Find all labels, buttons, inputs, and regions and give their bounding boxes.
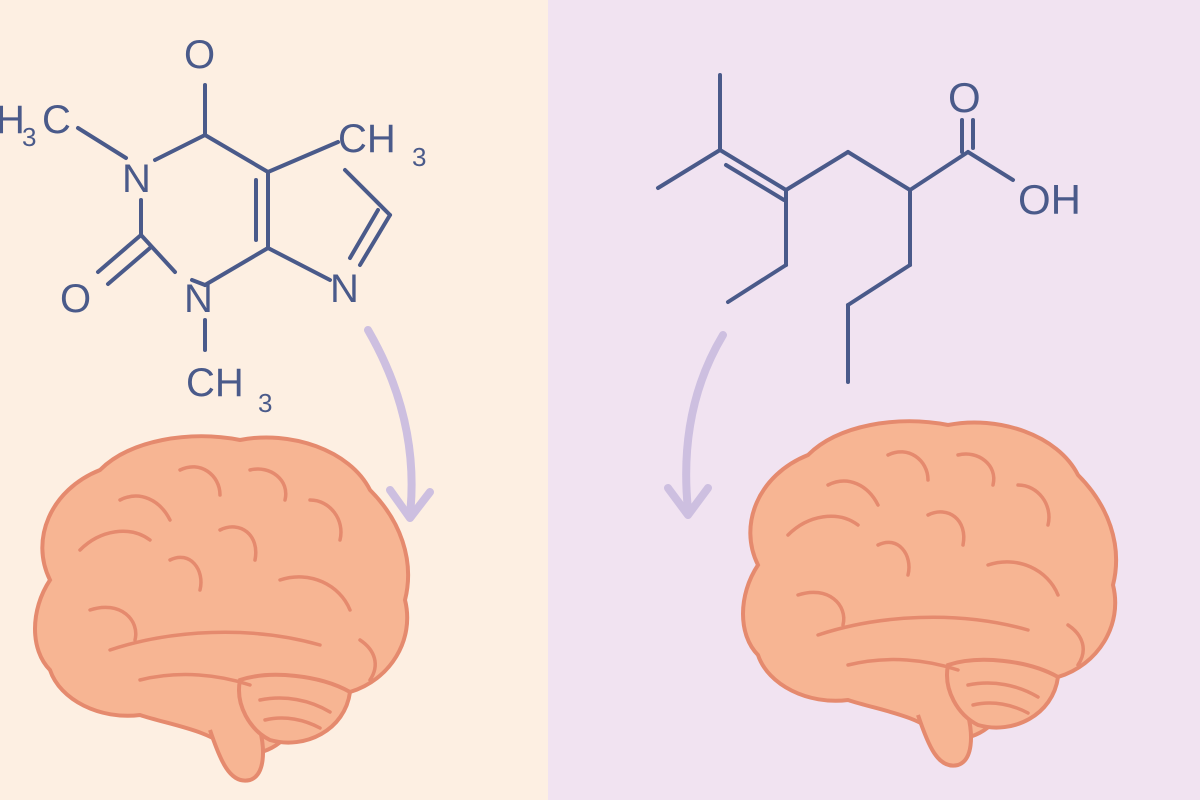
bond [908,150,970,192]
bond [139,233,177,274]
atom-o-left: O [60,277,91,321]
brain-icon [33,434,410,783]
bond [846,150,912,192]
right-scene: O OH [548,0,1200,800]
bond [348,208,380,260]
bond [190,278,207,287]
atom-h-left: H [0,98,25,142]
bond [358,213,392,267]
curved-arrow-icon [364,326,434,522]
atom-o-top: O [184,33,215,77]
bond [966,150,1015,182]
atom-oh: OH [1018,176,1081,223]
atom-subscript-right: 3 [412,142,426,172]
atom-o-carbonyl: O [948,74,981,121]
bond [203,133,270,174]
bond [784,150,850,192]
atom-subscript-left: 3 [22,122,36,152]
atom-ch-right: CH [338,117,396,161]
atom-ch-bottom: CH [186,361,244,405]
bond [846,263,912,307]
atom-n-ring: N [330,267,359,311]
left-scene: O H 3 C N CH 3 O N N CH 3 [0,0,548,800]
bond [153,133,207,162]
atom-c-left: C [42,98,71,142]
atom-subscript-bottom: 3 [258,388,272,418]
bond [96,233,143,274]
atom-n1: N [122,157,151,201]
left-panel: O H 3 C N CH 3 O N N CH 3 [0,0,548,800]
bond [718,148,788,192]
right-panel: O OH [548,0,1200,800]
right-molecule-bonds [656,73,1015,384]
bond [724,163,786,202]
bond [76,126,128,160]
atom-n3: N [184,277,213,321]
brain-icon [741,419,1118,768]
bond [726,263,788,304]
bond [106,246,152,286]
left-molecule-bonds [76,83,392,352]
bond [343,168,392,217]
bond [203,246,270,287]
curved-arrow-icon [664,331,727,519]
bond [656,148,722,190]
bond [266,246,332,282]
bond [266,140,340,174]
